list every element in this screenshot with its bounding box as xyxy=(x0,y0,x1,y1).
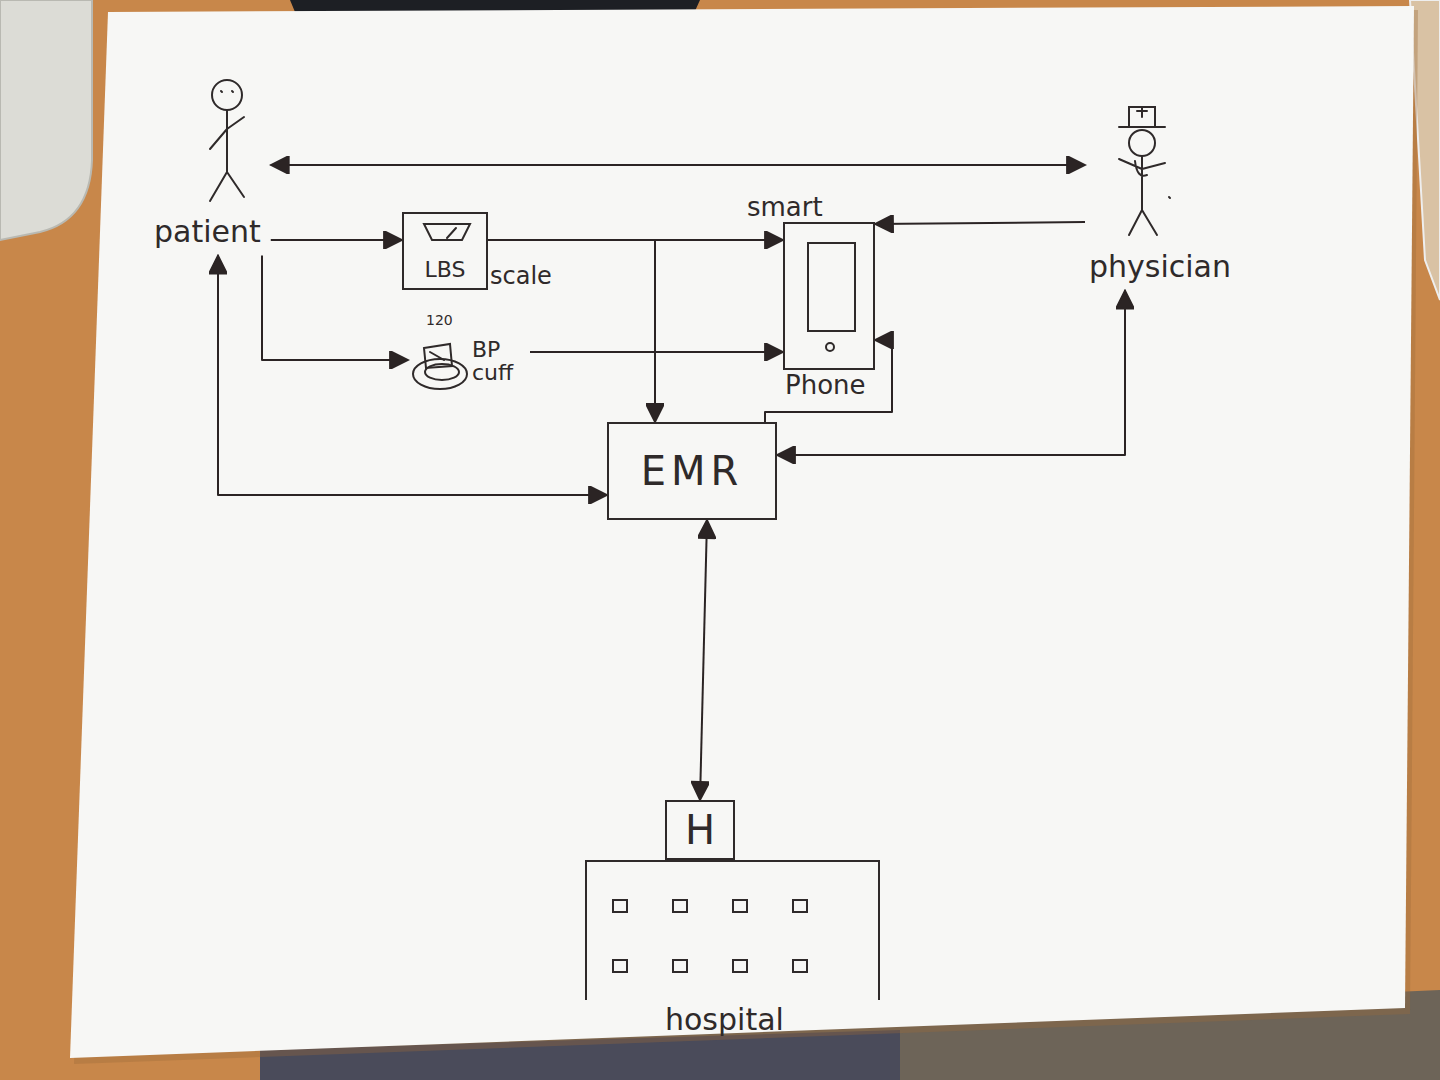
head xyxy=(212,80,242,110)
window xyxy=(733,960,747,972)
window xyxy=(613,960,627,972)
node-label: BP cuff xyxy=(472,338,524,384)
node-label: LBS xyxy=(404,257,486,282)
window xyxy=(793,960,807,972)
smart-phone: smartPhone xyxy=(783,222,875,370)
hospital-building: Hhospital xyxy=(585,800,880,1000)
node-label: smart xyxy=(747,192,823,222)
dial xyxy=(424,224,470,240)
arrow-connector xyxy=(700,520,707,800)
cuff-band xyxy=(413,359,467,389)
body xyxy=(1119,156,1170,235)
phone-button xyxy=(823,340,837,354)
scale-box: LBSscale xyxy=(402,212,488,290)
window xyxy=(673,960,687,972)
button xyxy=(826,343,834,351)
node-caption: Phone xyxy=(785,370,866,400)
node-label: patient xyxy=(154,215,261,250)
arrow-connector xyxy=(530,351,783,353)
arrow-connector xyxy=(488,240,655,422)
node-caption: scale xyxy=(490,262,552,290)
window xyxy=(733,900,747,912)
stick-figure-hat xyxy=(1107,105,1187,245)
stick-figure xyxy=(192,77,262,209)
gauge-reading: 120 xyxy=(426,312,453,328)
keyboard-corner xyxy=(0,0,92,240)
phone-screen xyxy=(807,242,856,332)
node-label: H xyxy=(665,800,735,860)
head xyxy=(1129,130,1155,156)
node-label: physician xyxy=(1089,250,1231,285)
body xyxy=(210,91,244,201)
window xyxy=(673,900,687,912)
node-label: EMR xyxy=(641,448,744,494)
arrow-connector xyxy=(875,222,1085,224)
top-hat xyxy=(1119,107,1165,127)
patient-figure: patient xyxy=(150,75,271,256)
node-caption: hospital xyxy=(665,1002,784,1037)
cuff-drawing xyxy=(410,338,470,394)
window xyxy=(613,900,627,912)
windows xyxy=(585,860,880,1000)
gauge xyxy=(424,344,452,368)
arrow-connector xyxy=(777,291,1125,456)
window xyxy=(793,900,807,912)
paper-sheet xyxy=(70,6,1414,1058)
arrow-connector xyxy=(262,256,408,361)
arrow-connector xyxy=(271,164,1085,166)
scale-dial xyxy=(422,220,472,244)
arrow-connector xyxy=(218,256,607,496)
emr-box: EMR xyxy=(607,422,777,520)
building-outline xyxy=(585,860,880,1000)
arrow-connector xyxy=(271,239,402,241)
physician-figure: physician xyxy=(1085,105,1237,291)
bp-cuff: BP cuff xyxy=(408,330,530,392)
